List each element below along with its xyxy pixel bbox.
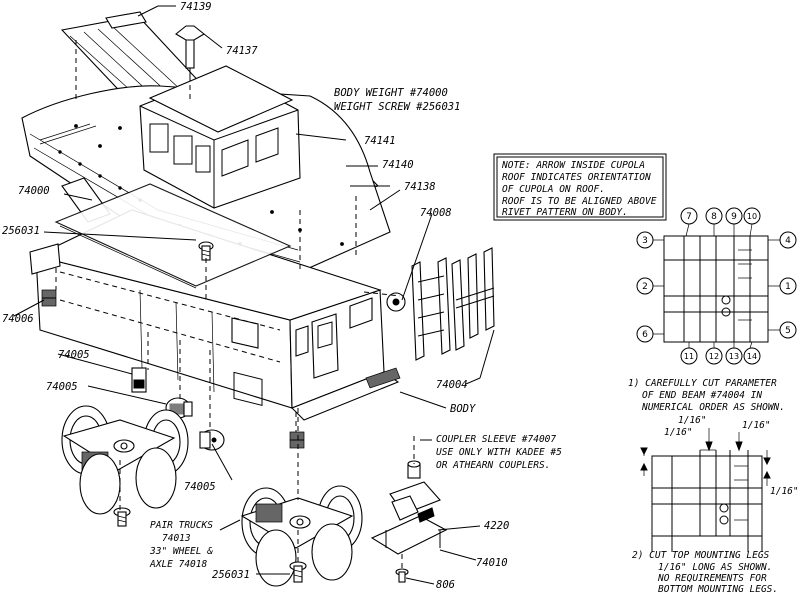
svg-text:NO REQUIREMENTS FOR: NO REQUIREMENTS FOR xyxy=(657,573,767,584)
label-4220: 4220 xyxy=(484,520,509,532)
svg-text:OF END BEAM #74004 IN: OF END BEAM #74004 IN xyxy=(642,390,762,401)
svg-text:8: 8 xyxy=(711,212,717,222)
svg-text:14: 14 xyxy=(747,352,757,361)
dim-1-16-a: 1/16" xyxy=(678,415,707,426)
svg-text:2: 2 xyxy=(642,282,648,292)
dim-1-16-c: 1/16" xyxy=(742,420,771,431)
cut-number-12: 12 xyxy=(705,342,723,365)
note-line-3: OF CUPOLA ON ROOF. xyxy=(502,184,605,195)
label-74005-b: 74005 xyxy=(46,381,78,393)
truck-left xyxy=(61,405,189,515)
coupler-sleeve-line-2: USE ONLY WITH KADEE #5 xyxy=(436,447,562,458)
cupola xyxy=(139,65,301,209)
coupler-screw xyxy=(395,568,409,583)
coupler-sleeve xyxy=(407,460,421,479)
truck-screw-right xyxy=(289,561,307,583)
svg-text:11: 11 xyxy=(684,352,694,361)
cut-number-7: 7 xyxy=(680,207,698,237)
trucks-line-3: 33" WHEEL & xyxy=(149,546,213,557)
svg-text:1: 1 xyxy=(785,282,791,292)
cut-number-5: 5 xyxy=(768,321,797,339)
cut-number-14: 14 xyxy=(743,341,761,365)
step-right xyxy=(289,431,305,449)
cut-number-13: 13 xyxy=(725,342,743,365)
body-weight-line2: WEIGHT SCREW #256031 xyxy=(334,101,460,113)
label-74000: 74000 xyxy=(18,185,50,197)
svg-text:BOTTOM MOUNTING LEGS.: BOTTOM MOUNTING LEGS. xyxy=(658,584,778,592)
roof-walk-front xyxy=(60,11,207,105)
label-74005-a: 74005 xyxy=(58,349,90,361)
label-74008: 74008 xyxy=(420,207,452,219)
label-256031-bottom: 256031 xyxy=(212,569,250,581)
label-74137: 74137 xyxy=(226,45,258,57)
label-74006: 74006 xyxy=(2,313,34,325)
note-box: NOTE: ARROW INSIDE CUPOLA ROOF INDICATES… xyxy=(493,153,667,221)
coupler-sleeve-note: COUPLER SLEEVE #74007 USE ONLY WITH KADE… xyxy=(420,434,562,471)
trucks-line-4: AXLE 74018 xyxy=(149,559,207,570)
step-left xyxy=(41,289,57,307)
instruction-step-1: 1) CAREFULLY CUT PARAMETER OF END BEAM #… xyxy=(628,378,785,413)
assembly-lines xyxy=(55,40,415,572)
label-256031-top: 256031 xyxy=(2,225,40,237)
note-line-5: RIVET PATTERN ON BODY. xyxy=(502,207,628,218)
note-line-1: NOTE: ARROW INSIDE CUPOLA xyxy=(501,160,645,171)
trucks-line-2: 74013 xyxy=(162,533,191,544)
trucks-note: PAIR TRUCKS 74013 33" WHEEL & AXLE 74018 xyxy=(149,519,241,570)
svg-text:3: 3 xyxy=(642,236,648,246)
label-74010: 74010 xyxy=(476,557,508,569)
svg-text:1) CAREFULLY CUT PARAMETER: 1) CAREFULLY CUT PARAMETER xyxy=(628,378,777,389)
cut-number-11: 11 xyxy=(680,342,698,365)
label-74140: 74140 xyxy=(382,159,414,171)
svg-text:4: 4 xyxy=(785,236,791,246)
svg-text:12: 12 xyxy=(709,352,719,361)
coupler-c xyxy=(199,429,225,451)
label-806: 806 xyxy=(436,579,455,591)
coupler-sleeve-line-1: COUPLER SLEEVE #74007 xyxy=(436,434,556,445)
leader-lines xyxy=(13,5,495,585)
brake-wheel xyxy=(386,292,406,312)
svg-text:1/16" LONG AS SHOWN.: 1/16" LONG AS SHOWN. xyxy=(658,562,772,573)
cut-number-6: 6 xyxy=(636,325,664,343)
label-74141: 74141 xyxy=(364,135,396,147)
label-74005-c: 74005 xyxy=(184,481,216,493)
svg-text:NUMERICAL ORDER AS SHOWN.: NUMERICAL ORDER AS SHOWN. xyxy=(641,402,785,413)
label-74004: 74004 xyxy=(436,379,468,391)
coupler-box xyxy=(370,481,448,555)
cut-number-10: 10 xyxy=(743,207,761,237)
cut-number-2: 2 xyxy=(636,277,664,295)
cut-number-3: 3 xyxy=(636,231,664,249)
svg-text:10: 10 xyxy=(747,212,757,221)
dim-1-16-b: 1/16" xyxy=(664,427,693,438)
coupler-sleeve-line-3: OR ATHEARN COUPLERS. xyxy=(436,460,550,471)
end-beam-cut-diagram xyxy=(663,235,769,343)
trucks-line-1: PAIR TRUCKS xyxy=(150,520,213,531)
svg-text:9: 9 xyxy=(731,212,737,222)
end-railing-ladder xyxy=(411,247,495,361)
cut-number-9: 9 xyxy=(725,207,743,236)
svg-text:5: 5 xyxy=(785,326,791,336)
label-74139: 74139 xyxy=(180,1,212,13)
cut-number-8: 8 xyxy=(705,207,723,236)
coupler-a xyxy=(131,367,147,393)
note-line-2: ROOF INDICATES ORIENTATION xyxy=(502,172,651,183)
svg-text:6: 6 xyxy=(642,330,648,340)
cut-number-1: 1 xyxy=(768,277,797,295)
smoke-jack xyxy=(175,25,205,76)
label-74138: 74138 xyxy=(404,181,436,193)
body-weight-line1: BODY WEIGHT #74000 xyxy=(334,87,448,99)
mounting-legs-diagram xyxy=(640,428,771,552)
cut-number-4: 4 xyxy=(768,231,797,249)
truck-right xyxy=(240,485,363,587)
dim-1-16-d: 1/16" xyxy=(770,486,799,497)
label-body: BODY xyxy=(450,403,476,415)
note-line-4: ROOF IS TO BE ALIGNED ABOVE xyxy=(502,196,657,207)
weight-screw-top xyxy=(198,241,214,261)
body-weight xyxy=(54,183,292,289)
truck-screw-left xyxy=(113,507,131,527)
svg-text:13: 13 xyxy=(729,352,739,361)
svg-text:2) CUT TOP MOUNTING LEGS: 2) CUT TOP MOUNTING LEGS xyxy=(632,550,770,561)
instruction-step-2: 2) CUT TOP MOUNTING LEGS 1/16" LONG AS S… xyxy=(632,550,778,592)
svg-text:7: 7 xyxy=(686,212,692,222)
